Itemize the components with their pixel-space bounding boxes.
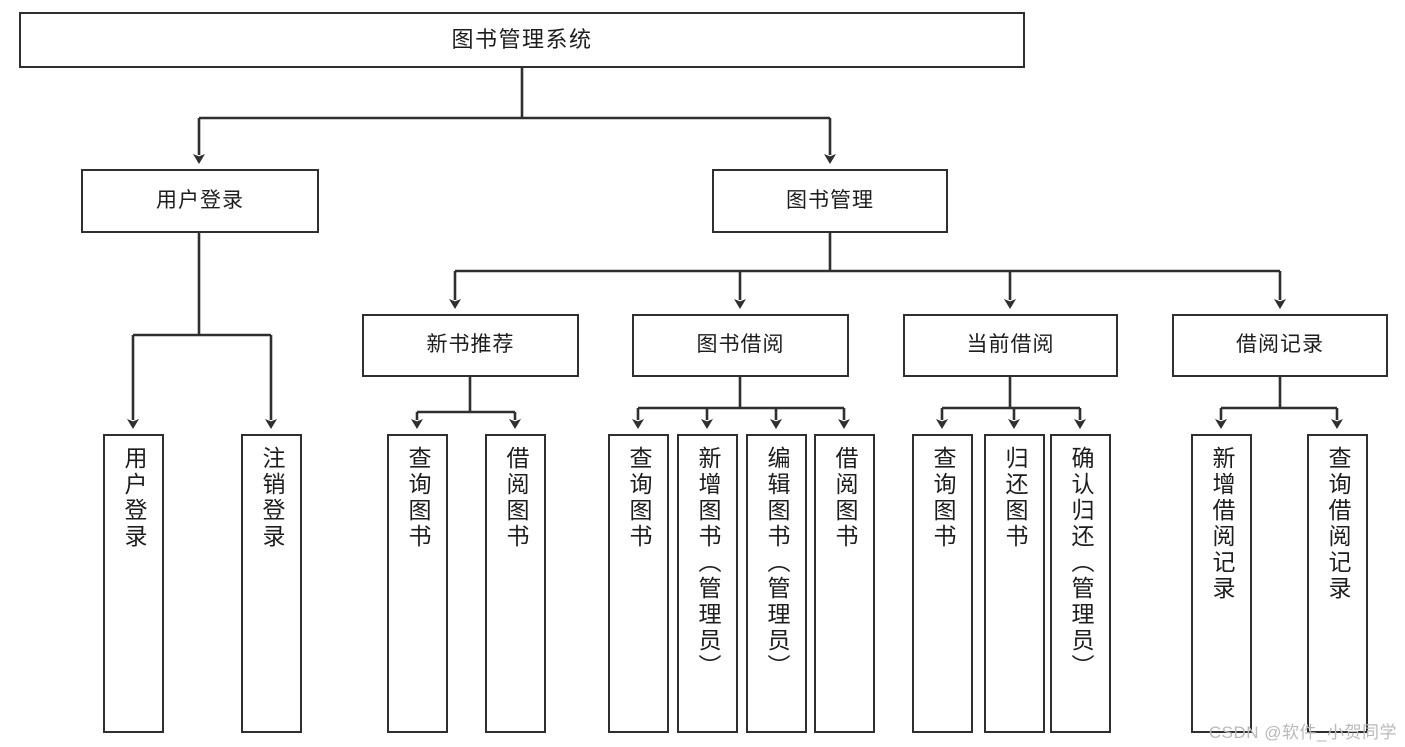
node-user-login[interactable]: 用户登录: [81, 169, 319, 233]
node-leaf-query-book-cur-label: 查询图书: [930, 446, 956, 550]
node-leaf-query-borrow-record-label: 查询借阅记录: [1325, 446, 1351, 602]
node-leaf-return-book-label: 归还图书: [1002, 446, 1028, 550]
node-root-label: 图书管理系统: [451, 27, 593, 53]
node-current-borrow[interactable]: 当前借阅: [903, 314, 1118, 377]
node-leaf-user-login-label: 用户登录: [121, 446, 147, 550]
node-leaf-add-borrow-record-label: 新增借阅记录: [1209, 446, 1235, 602]
node-leaf-edit-book-label: 编辑图书（管理员）: [764, 446, 790, 680]
node-leaf-borrow-book-rec[interactable]: 借阅图书: [485, 434, 546, 733]
node-leaf-confirm-return[interactable]: 确认归还（管理员）: [1050, 434, 1111, 733]
node-leaf-borrow-book-label: 借阅图书: [832, 446, 858, 550]
node-leaf-user-logout[interactable]: 注销登录: [241, 434, 302, 733]
node-leaf-edit-book[interactable]: 编辑图书（管理员）: [746, 434, 807, 733]
node-book-borrow[interactable]: 图书借阅: [632, 314, 849, 377]
node-borrow-record-label: 借阅记录: [1236, 333, 1324, 357]
node-new-book-recommend-label: 新书推荐: [426, 333, 515, 357]
node-book-manage-label: 图书管理: [786, 188, 874, 212]
node-borrow-record[interactable]: 借阅记录: [1172, 314, 1388, 377]
node-new-book-recommend[interactable]: 新书推荐: [362, 314, 579, 377]
node-leaf-add-book[interactable]: 新增图书（管理员）: [677, 434, 738, 733]
node-leaf-add-borrow-record[interactable]: 新增借阅记录: [1191, 434, 1252, 733]
watermark-text: CSDN @软件_小贺同学: [1208, 723, 1397, 742]
node-leaf-return-book[interactable]: 归还图书: [984, 434, 1045, 733]
node-leaf-user-logout-label: 注销登录: [259, 446, 285, 550]
node-current-borrow-label: 当前借阅: [966, 333, 1055, 357]
node-leaf-query-book-borrow[interactable]: 查询图书: [608, 434, 669, 733]
node-leaf-query-book-rec[interactable]: 查询图书: [387, 434, 448, 733]
node-leaf-query-borrow-record[interactable]: 查询借阅记录: [1307, 434, 1368, 733]
node-root[interactable]: 图书管理系统: [19, 12, 1025, 68]
node-leaf-add-book-label: 新增图书（管理员）: [695, 446, 721, 680]
node-leaf-confirm-return-label: 确认归还（管理员）: [1068, 446, 1094, 680]
node-leaf-query-book-rec-label: 查询图书: [405, 446, 431, 550]
node-book-borrow-label: 图书借阅: [696, 333, 785, 357]
node-leaf-user-login[interactable]: 用户登录: [103, 434, 164, 733]
node-leaf-query-book-cur[interactable]: 查询图书: [912, 434, 973, 733]
node-user-login-label: 用户登录: [156, 188, 244, 212]
node-leaf-borrow-book[interactable]: 借阅图书: [814, 434, 875, 733]
node-leaf-query-book-borrow-label: 查询图书: [626, 446, 652, 550]
node-leaf-borrow-book-rec-label: 借阅图书: [503, 446, 529, 550]
node-book-manage[interactable]: 图书管理: [712, 169, 948, 233]
